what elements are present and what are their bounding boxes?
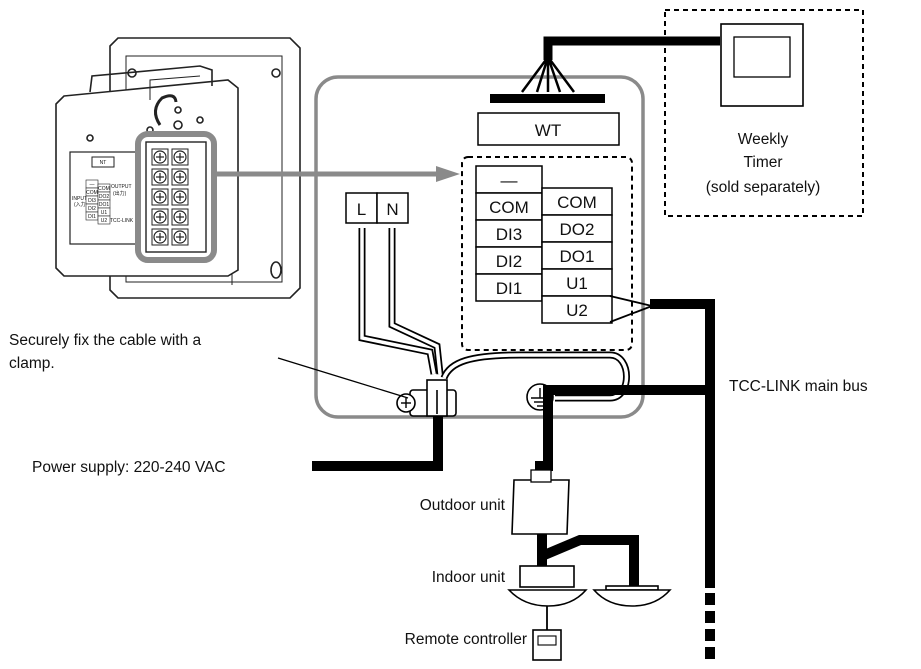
mini-terminal-right: DO2: [99, 194, 110, 200]
wt-connector-bar: [490, 94, 605, 103]
timer-label-line2: Timer: [743, 154, 782, 171]
detail-arrow: [212, 166, 460, 182]
terminal-label-left: DI2: [496, 252, 522, 271]
terminal-cell-left: [475, 246, 543, 275]
outdoor-unit-label: Outdoor unit: [420, 497, 506, 514]
power-supply-label: Power supply: 220-240 VAC: [32, 459, 226, 476]
remote-controller-icon: [532, 629, 562, 661]
device-badge: NT: [100, 160, 107, 166]
terminal-cell-left: [475, 219, 543, 248]
clamp-instruction-line1: Securely fix the cable with a: [9, 332, 202, 349]
indoor-unit-2-icon: [592, 585, 672, 607]
power-terminal-label: N: [386, 200, 398, 219]
device-input-label: INPUT: [72, 196, 87, 202]
terminal-label-right: DO1: [560, 247, 595, 266]
terminal-label-right: U1: [566, 274, 588, 293]
mini-terminal-left: —: [90, 182, 95, 188]
device-terminal-highlight: [135, 131, 217, 263]
terminal-label-left: —: [501, 171, 518, 190]
indoor-unit-label: Indoor unit: [432, 569, 506, 586]
terminal-label-left: DI1: [496, 279, 522, 298]
remote-controller-label: Remote controller: [405, 631, 527, 648]
bus-connection-wires: [609, 295, 653, 323]
clamp-instruction-line2: clamp.: [9, 355, 55, 372]
device-output-sublabel: (出力): [113, 190, 127, 197]
earth-wire: [440, 351, 630, 411]
wt-connector-label: WT: [535, 121, 561, 140]
mini-terminal-left: DI1: [88, 214, 96, 220]
terminal-label-left: DI3: [496, 225, 522, 244]
terminal-block-group: [461, 156, 633, 351]
indoor-unit-icon: [507, 565, 588, 607]
timer-label-line1: Weekly: [738, 131, 789, 148]
main-bus-label: TCC-LINK main bus: [729, 378, 868, 395]
device-output-label: OUTPUT: [111, 184, 132, 190]
terminal-label-right: DO2: [560, 220, 595, 239]
timer-cable: [490, 36, 720, 103]
wiring-box-outline: [314, 75, 645, 419]
terminal-label-left: COM: [489, 198, 529, 217]
device-screw-terminals: [151, 148, 189, 246]
outdoor-branch-cable: [535, 385, 710, 478]
mini-terminal-right: U2: [101, 218, 108, 224]
timer-label-line3: (sold separately): [706, 179, 821, 196]
mini-terminal-left: DI3: [88, 198, 96, 204]
terminal-label-right: U2: [566, 301, 588, 320]
mini-terminal-right: DO1: [99, 202, 110, 208]
device-tcc-link-label: TCC-LINK: [110, 218, 134, 224]
terminal-cell-right: [541, 268, 613, 297]
terminal-cell-right: [541, 187, 613, 216]
terminal-cell-right: [541, 241, 613, 270]
terminal-label-right: COM: [557, 193, 597, 212]
tcc-link-main-bus: [650, 299, 715, 588]
device-input-sublabel: (入力): [74, 201, 88, 208]
power-terminal-box: [376, 192, 409, 224]
mini-terminal-right: COM: [98, 186, 110, 192]
weekly-timer-icon: [720, 23, 804, 107]
device-label-panel: NT INPUT (入力) OUTPUT (出力) TCC-LINK —COMD…: [72, 156, 134, 225]
mini-terminal-right: U1: [101, 210, 108, 216]
mini-terminal-left: COM: [86, 190, 98, 196]
indoor-cables: [537, 534, 639, 588]
wt-connector-box: [477, 112, 620, 146]
power-supply-cable: [312, 416, 443, 471]
weekly-timer-box: [664, 9, 864, 217]
mini-terminal-left: DI2: [88, 206, 96, 212]
outdoor-unit-icon: [511, 469, 570, 535]
clamp-leader-line: [277, 357, 409, 399]
terminal-cell-right: [541, 295, 613, 324]
cable-clamp-icon: [396, 379, 457, 417]
power-terminal-label: L: [357, 200, 366, 219]
terminal-cell-left: [475, 165, 543, 194]
